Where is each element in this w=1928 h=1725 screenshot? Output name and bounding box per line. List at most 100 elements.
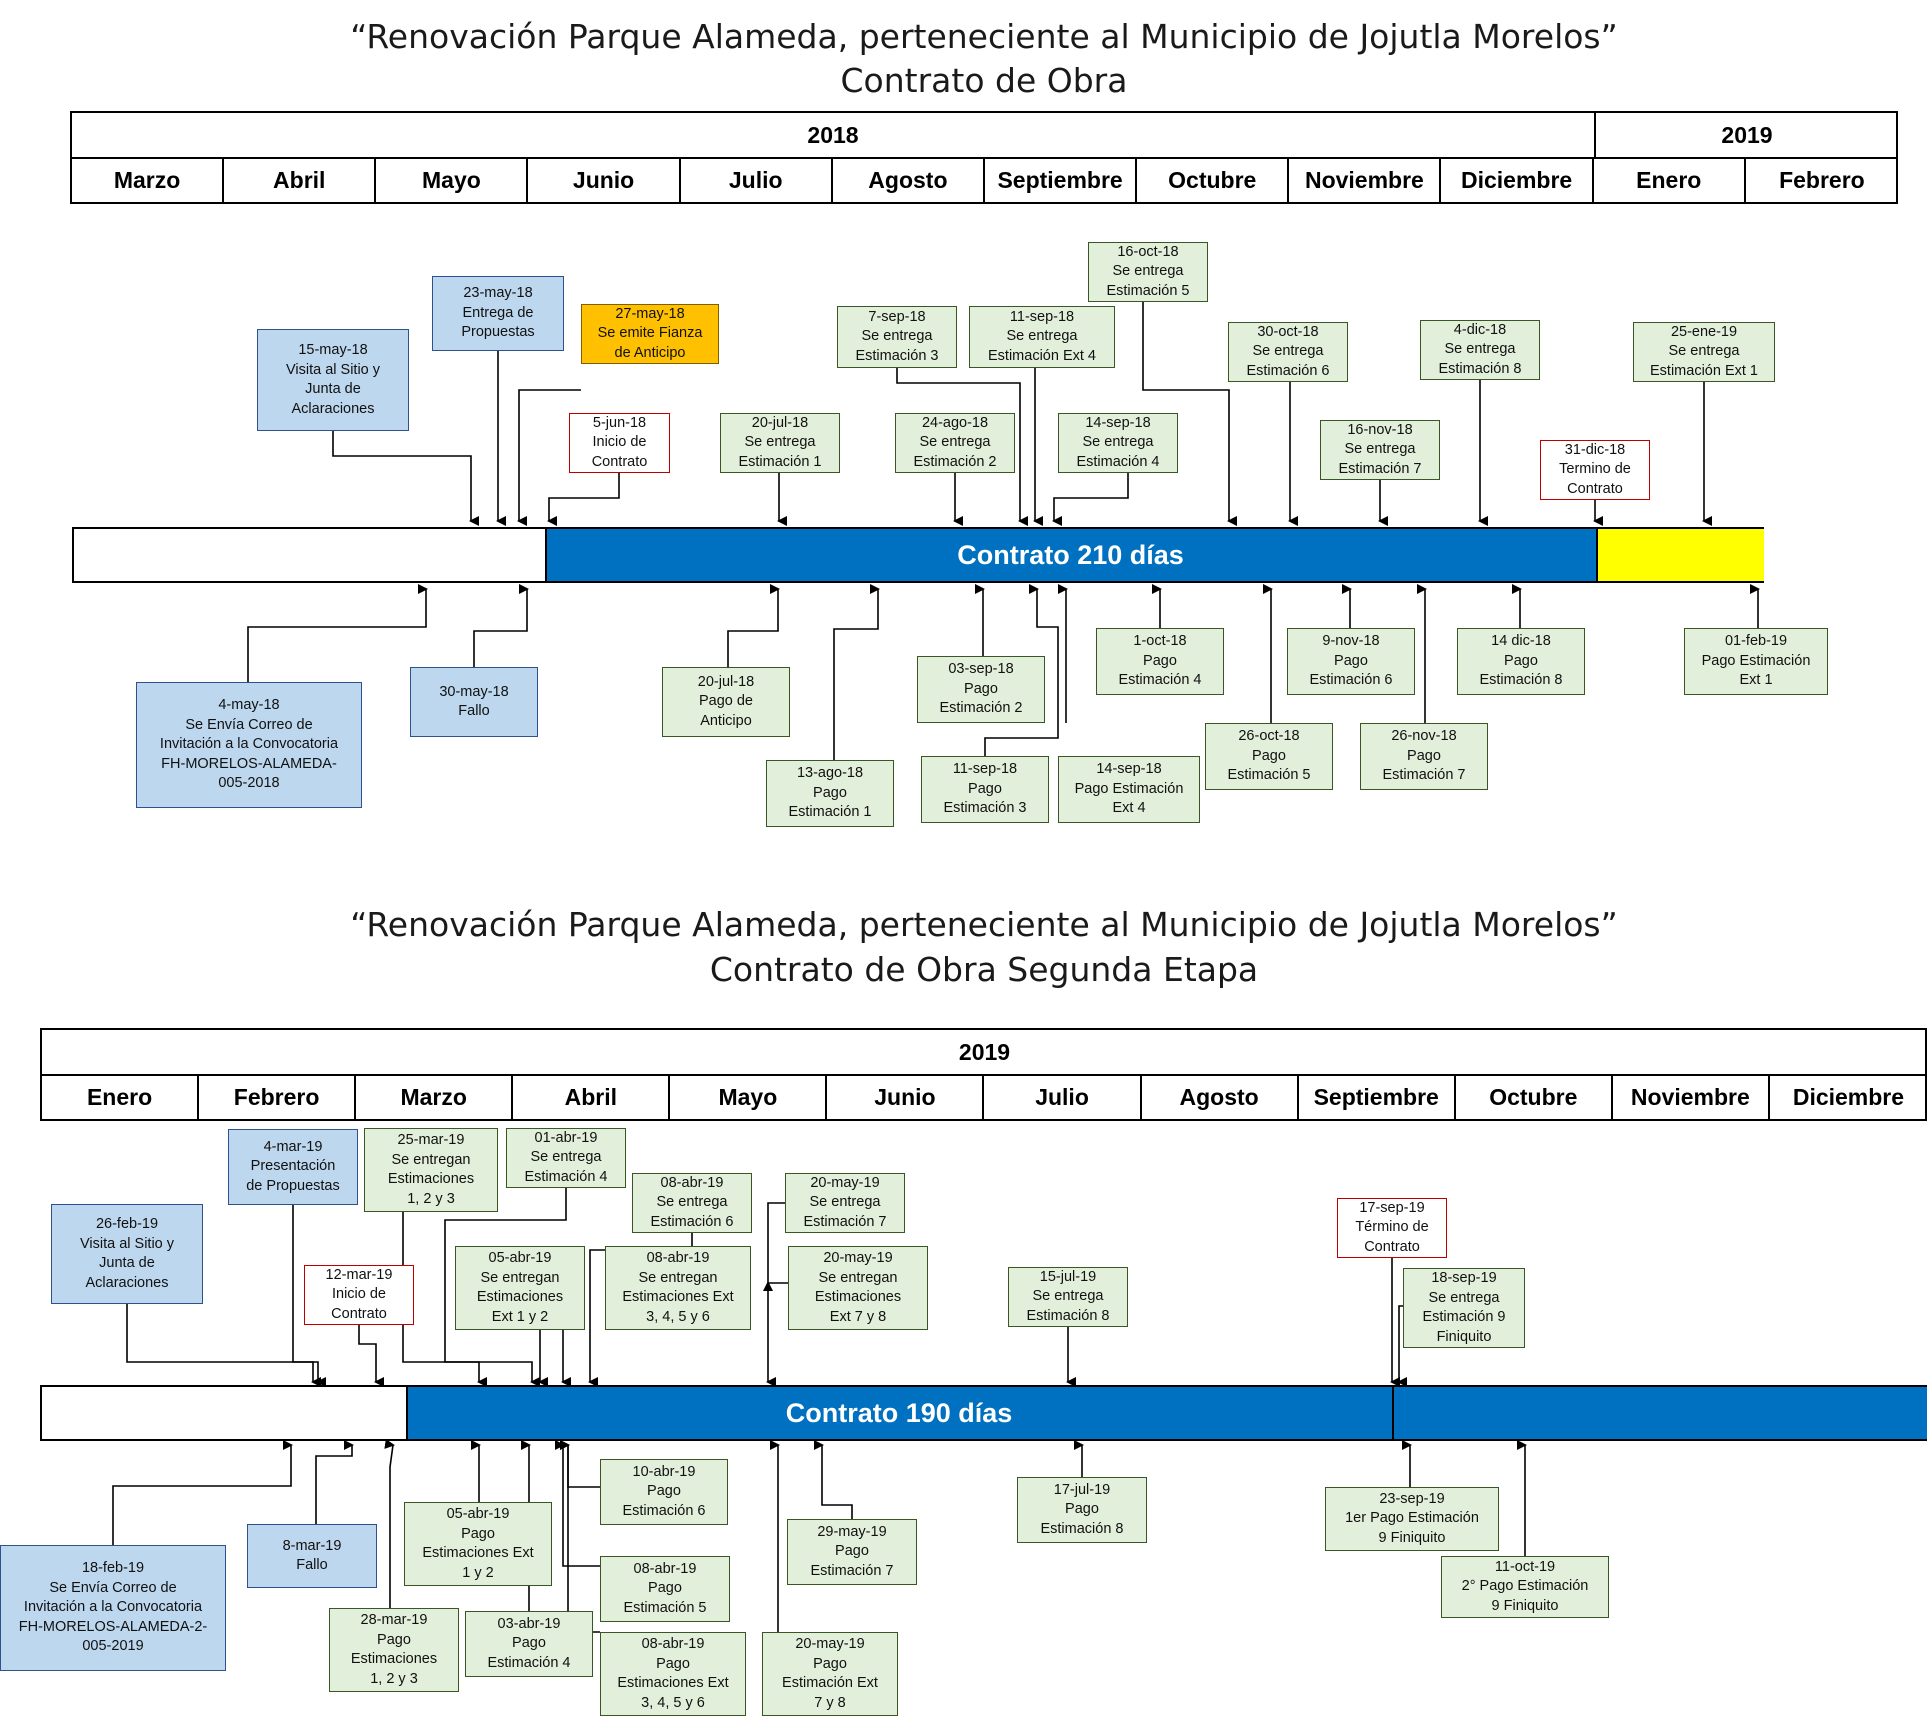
timeline1-month-febrero: Febrero — [1779, 167, 1865, 193]
timeline2-event-box: 20-may-19 Pago Estimación Ext 7 y 8 — [762, 1632, 898, 1716]
contract-segment — [545, 529, 1598, 581]
timeline2-event-box: 26-feb-19 Visita al Sitio y Junta de Acl… — [51, 1204, 203, 1304]
timeline2-connector-arrow — [112, 1440, 293, 1545]
timeline2-connector-arrow — [814, 1440, 853, 1519]
timeline2-event-box: 15-jul-19 Se entrega Estimación 8 — [1008, 1267, 1128, 1327]
timeline1-contract-bar: Contrato 210 días — [72, 527, 1764, 583]
timeline2-event-box: 25-mar-19 Se entregan Estimaciones 1, 2 … — [364, 1128, 498, 1212]
timeline2-month-diciembre: Diciembre — [1792, 1084, 1905, 1110]
timeline1-connector-arrow — [1142, 302, 1237, 526]
timeline1-event-box: 13-ago-18 Pago Estimación 1 — [766, 760, 894, 827]
timeline1-event-box: 7-sep-18 Se entrega Estimación 3 — [837, 306, 957, 368]
timeline1-connector-arrow — [473, 584, 529, 667]
timeline1-title: “Renovación Parque Alameda, pertenecient… — [350, 17, 1618, 56]
timeline1-month-mayo: Mayo — [376, 159, 529, 202]
timeline2-connector-arrow — [315, 1440, 354, 1524]
timeline1-event-box: 31-dic-18 Termino de Contrato — [1540, 440, 1650, 500]
timeline2-month-abril: Abril — [513, 1076, 671, 1119]
timeline1-month-julio: Julio — [681, 159, 833, 202]
timeline1-event-box: 1-oct-18 Pago Estimación 4 — [1096, 628, 1224, 695]
timeline1-connector-arrow — [833, 584, 880, 760]
contract-segment — [406, 1387, 1927, 1439]
contract-duration-label: Contrato 190 días — [785, 1397, 1013, 1428]
timeline2-connector-arrow — [766, 1202, 785, 1387]
year-2019: 2019 — [1721, 121, 1773, 148]
timeline2-month-febrero: Febrero — [199, 1076, 357, 1119]
timeline2-month-octubre: Octubre — [1456, 1076, 1613, 1119]
timeline2-connector-arrow — [126, 1304, 326, 1387]
timeline2-event-box: 01-abr-19 Se entrega Estimación 4 — [506, 1128, 626, 1188]
timeline1-connector-arrow — [896, 368, 1028, 526]
timeline1-event-box: 4-dic-18 Se entrega Estimación 8 — [1420, 320, 1540, 380]
timeline2-event-box: 03-abr-19 Pago Estimación 4 — [465, 1611, 593, 1677]
timeline1-event-box: 24-ago-18 Se entrega Estimación 2 — [895, 413, 1015, 473]
timeline2-event-box: 18-sep-19 Se entrega Estimación 9 Finiqu… — [1403, 1268, 1525, 1348]
timeline1-event-box: 23-may-18 Entrega de Propuestas — [432, 276, 564, 351]
timeline1-event-box: 11-sep-18 Se entrega Estimación Ext 4 — [969, 306, 1115, 368]
timeline1-month-enero: Enero — [1594, 159, 1746, 202]
timeline1-event-box: 9-nov-18 Pago Estimación 6 — [1287, 628, 1415, 695]
timeline1-event-box: 11-sep-18 Pago Estimación 3 — [921, 756, 1049, 823]
timeline2-event-box: 28-mar-19 Pago Estimaciones 1, 2 y 3 — [329, 1608, 459, 1692]
year-2018: 2018 — [72, 113, 1596, 157]
timeline1-connector-arrow — [1052, 473, 1129, 526]
timeline2-title: “Renovación Parque Alameda, pertenecient… — [350, 905, 1618, 944]
timeline1-month-junio: Junio — [529, 159, 681, 202]
timeline1-month-octubre: Octubre — [1137, 159, 1290, 202]
timeline1-event-box: 20-jul-18 Pago de Anticipo — [662, 667, 790, 737]
timeline2-month-agosto: Agosto — [1142, 1076, 1299, 1119]
timeline2-connector-arrow — [444, 1188, 567, 1387]
timeline2-connector-arrow — [384, 1438, 395, 1608]
timeline1-event-box: 03-sep-18 Pago Estimación 2 — [917, 656, 1045, 723]
timeline2-month-mayo: Mayo — [670, 1076, 828, 1119]
timeline2-event-box: 20-may-19 Se entrega Estimación 7 — [785, 1173, 905, 1233]
timeline1-event-box: 26-oct-18 Pago Estimación 5 — [1205, 723, 1333, 790]
timeline1-connector-arrow — [332, 431, 479, 526]
timeline2-connector-arrow — [560, 1440, 600, 1633]
timeline2-event-box: 05-abr-19 Se entregan Estimaciones Ext 1… — [455, 1246, 585, 1330]
timeline2-event-box: 05-abr-19 Pago Estimaciones Ext 1 y 2 — [404, 1502, 552, 1586]
timeline2-event-box: 17-sep-19 Término de Contrato — [1337, 1198, 1447, 1258]
extension-segment — [1596, 529, 1764, 581]
timeline2-event-box: 11-oct-19 2° Pago Estimación 9 Finiquito — [1441, 1556, 1609, 1618]
timeline2-month-marzo: Marzo — [356, 1076, 514, 1119]
timeline2-subtitle: Contrato de Obra Segunda Etapa — [709, 950, 1259, 989]
timeline1-event-box: 14 dic-18 Pago Estimación 8 — [1457, 628, 1585, 695]
timeline1-event-box: 01-feb-19 Pago Estimación Ext 1 — [1684, 628, 1828, 695]
timeline1-month-noviembre: Noviembre — [1289, 159, 1442, 202]
timeline2-connector-arrow — [555, 1440, 600, 1567]
timeline2-connector-arrow — [1397, 1305, 1407, 1387]
timeline1-month-marzo: Marzo — [72, 159, 225, 202]
timeline2-event-box: 4-mar-19 Presentación de Propuestas — [228, 1129, 358, 1205]
pre-contract-segment — [42, 1387, 406, 1439]
timeline1-event-box: 30-oct-18 Se entrega Estimación 6 — [1228, 322, 1348, 382]
timeline1-event-box: 14-sep-18 Pago Estimación Ext 4 — [1058, 756, 1200, 823]
timeline2-event-box: 23-sep-19 1er Pago Estimación 9 Finiquit… — [1325, 1487, 1499, 1551]
timeline2-month-septiembre: Septiembre — [1299, 1076, 1456, 1119]
timeline2-event-box: 08-abr-19 Pago Estimaciones Ext 3, 4, 5 … — [600, 1632, 746, 1716]
timeline1-connector-arrow — [984, 584, 1059, 756]
timeline1-connector-arrow — [517, 389, 581, 526]
timeline1-event-box: 16-nov-18 Se entrega Estimación 7 — [1320, 420, 1440, 480]
timeline2-event-box: 08-abr-19 Se entrega Estimación 6 — [632, 1173, 752, 1233]
timeline2-contract-bar: Contrato 190 días — [40, 1385, 1927, 1441]
timeline1-connector-arrow — [547, 473, 620, 526]
timeline2-month-junio: Junio — [827, 1076, 985, 1119]
timeline2-event-box: 18-feb-19 Se Envía Correo de Invitación … — [0, 1545, 226, 1671]
timeline2-event-box: 12-mar-19 Inicio de Contrato — [304, 1265, 414, 1325]
timeline2-connector-arrow — [358, 1325, 384, 1387]
pre-contract-segment — [74, 529, 545, 581]
timeline1-event-box: 27-may-18 Se emite Fianza de Anticipo — [581, 304, 719, 364]
contract-duration-label: Contrato 210 días — [957, 539, 1184, 570]
timeline2-event-box: 20-may-19 Se entregan Estimaciones Ext 7… — [788, 1246, 928, 1330]
timeline2-event-box: 10-abr-19 Pago Estimación 6 — [600, 1459, 728, 1525]
timeline1-event-box: 20-jul-18 Se entrega Estimación 1 — [720, 413, 840, 473]
timeline2-month-julio: Julio — [985, 1076, 1142, 1119]
contract-end-marker — [1392, 1387, 1394, 1439]
timeline1-subtitle: Contrato de Obra — [840, 61, 1128, 100]
timeline1-event-box: 4-may-18 Se Envía Correo de Invitación a… — [136, 682, 362, 808]
